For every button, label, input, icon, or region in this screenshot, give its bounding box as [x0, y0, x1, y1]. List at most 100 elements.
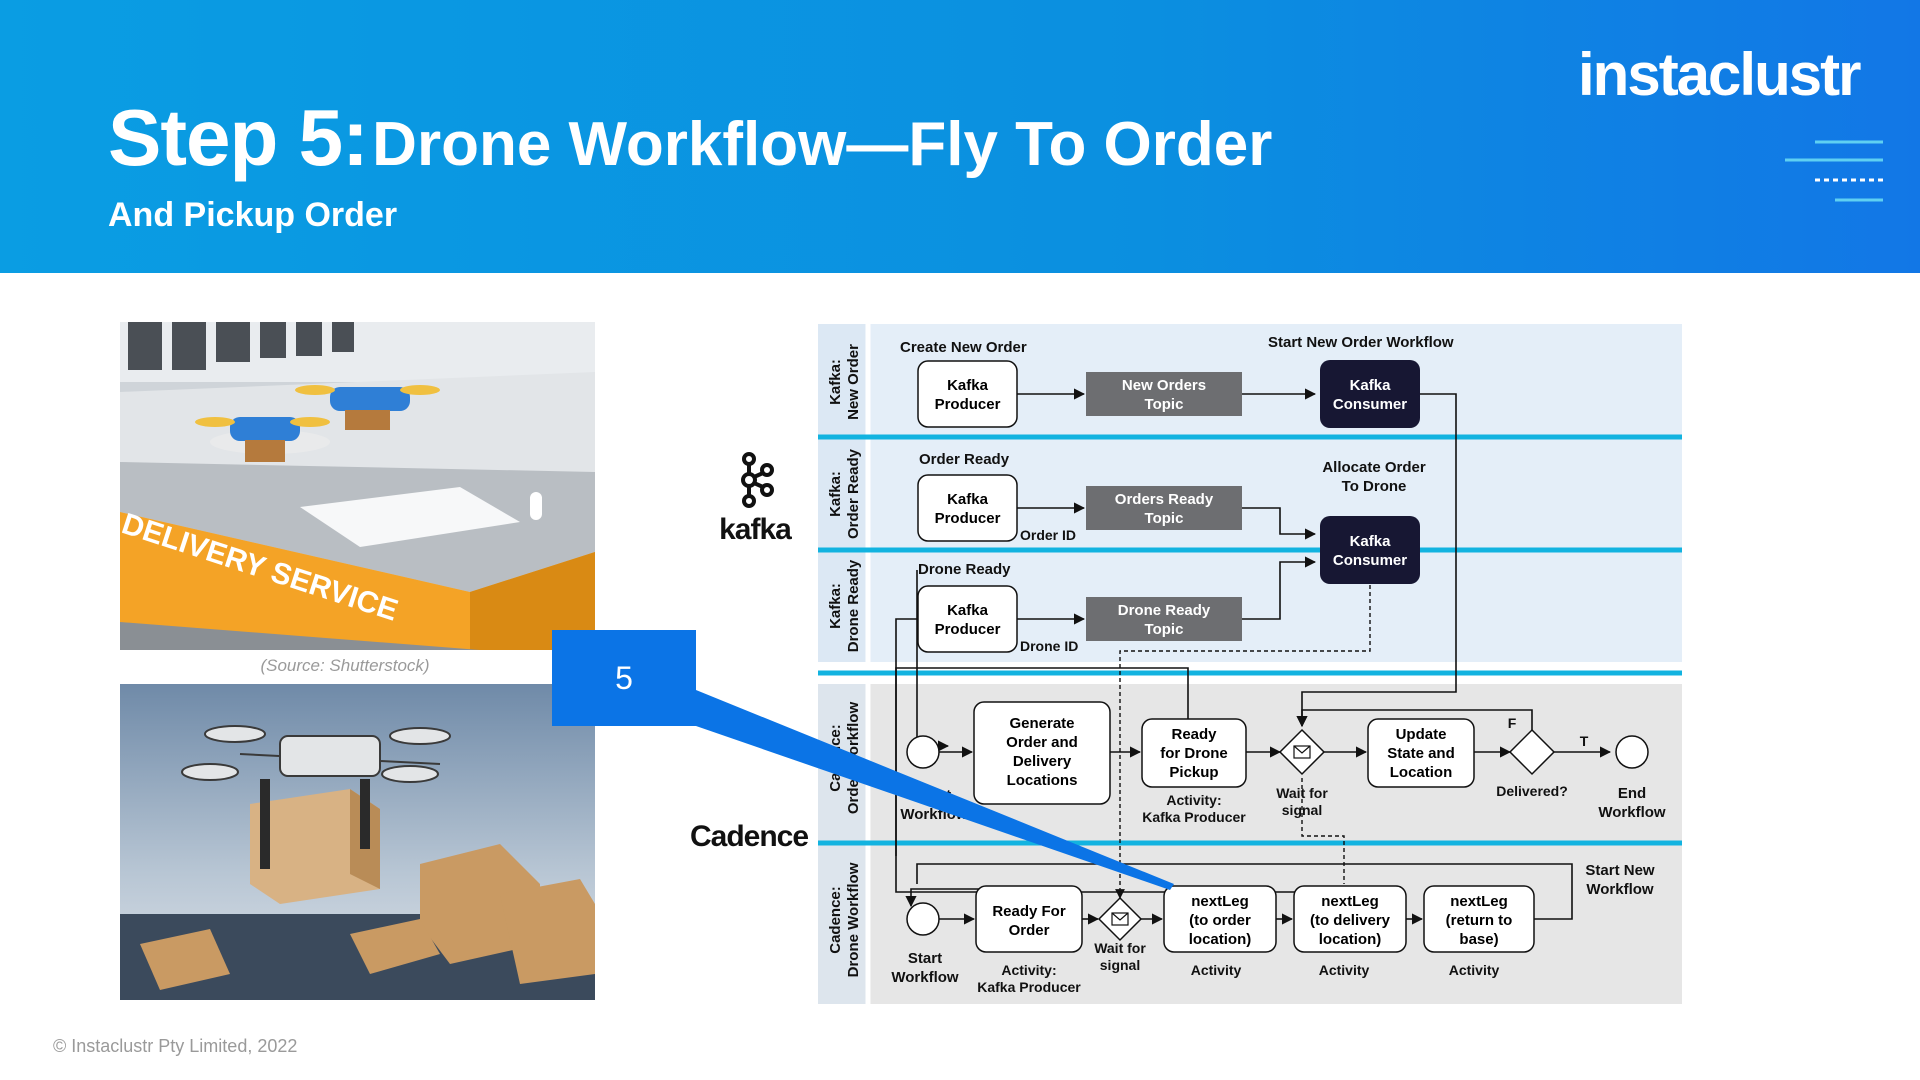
next-leg-order-box: nextLeg (to order location): [1163, 885, 1277, 953]
ready-order-activity-label-line1: Activity:: [1001, 962, 1056, 978]
end-workflow-label-line1: End: [1618, 785, 1646, 802]
kafka-consumer-2: Kafka Consumer: [1320, 516, 1420, 584]
next-leg-delivery-box: nextLeg (to delivery location): [1293, 885, 1407, 953]
svg-text:Location: Location: [1390, 764, 1453, 781]
drone-delivery-building-photo: DELIVERY SERVICE: [120, 322, 595, 650]
step-callout-box: 5: [552, 630, 696, 726]
svg-text:Kafka: Kafka: [1350, 533, 1392, 550]
svg-text:location): location): [1319, 931, 1382, 948]
order-ready-label: Order Ready: [919, 451, 1010, 468]
svg-text:Update: Update: [1396, 726, 1447, 743]
lane-kafka-order-ready-line1: Kafka:: [827, 471, 844, 517]
svg-text:Producer: Producer: [935, 510, 1001, 527]
svg-text:(return to: (return to: [1446, 912, 1513, 929]
start-new-workflow-label-line2: Workflow: [1586, 881, 1654, 898]
order-id-label: Order ID: [1020, 527, 1076, 543]
drone-id-label: Drone ID: [1020, 638, 1078, 654]
svg-text:nextLeg: nextLeg: [1191, 893, 1249, 910]
svg-text:Locations: Locations: [1007, 772, 1078, 789]
allocate-order-label-line1: Allocate Order: [1322, 459, 1426, 476]
lane-kafka-drone-ready-line1: Kafka:: [827, 583, 844, 629]
svg-text:base): base): [1459, 931, 1498, 948]
title-rest: Drone Workflow—Fly To Order: [372, 110, 1273, 179]
svg-text:nextLeg: nextLeg: [1450, 893, 1508, 910]
svg-text:Orders Ready: Orders Ready: [1115, 491, 1214, 508]
create-new-order-label: Create New Order: [900, 339, 1027, 356]
svg-text:Kafka: Kafka: [947, 491, 989, 508]
next-leg-base-box: nextLeg (return to base): [1423, 885, 1535, 953]
lane-cadence-drone-line1: Cadence:: [827, 886, 844, 954]
orders-ready-topic: Orders Ready Topic: [1086, 486, 1242, 530]
kafka-wordmark: kafka: [719, 513, 792, 546]
generate-order-box: Generate Order and Delivery Locations: [973, 701, 1111, 805]
drone-ready-topic: Drone Ready Topic: [1086, 597, 1242, 641]
drone-right: [295, 385, 440, 430]
svg-text:Ready: Ready: [1171, 726, 1217, 743]
menu-lines-icon: [1785, 140, 1883, 202]
svg-text:Pickup: Pickup: [1169, 764, 1218, 781]
pickup-activity-label-line1: Activity:: [1166, 792, 1221, 808]
svg-text:Topic: Topic: [1145, 621, 1184, 638]
next-leg-delivery-activity-label: Activity: [1319, 962, 1370, 978]
drone-wait-label-line2: signal: [1100, 957, 1140, 973]
svg-text:Producer: Producer: [935, 396, 1001, 413]
kafka-producer-3: Kafka Producer: [917, 585, 1018, 653]
lane-kafka-new-order-line2: New Order: [845, 344, 862, 420]
next-leg-base-activity-label: Activity: [1449, 962, 1500, 978]
order-wait-label-line2: signal: [1282, 802, 1322, 818]
svg-text:Delivery: Delivery: [1013, 753, 1072, 770]
page-subtitle: And Pickup Order: [108, 196, 398, 234]
drone-wait-signal-gateway: [1097, 896, 1143, 942]
end-workflow-label-line2: Workflow: [1598, 804, 1666, 821]
drone-left: [195, 417, 330, 462]
drone-start-label-line1: Start: [908, 950, 942, 967]
svg-text:Consumer: Consumer: [1333, 396, 1407, 413]
start-new-workflow-label-line1: Start New: [1585, 862, 1655, 879]
order-wait-label-line1: Wait for: [1276, 785, 1328, 801]
header-banner: Step 5: Drone Workflow—Fly To Order And …: [0, 0, 1920, 273]
drone-wait-label-line1: Wait for: [1094, 940, 1146, 956]
kafka-producer-1: Kafka Producer: [917, 360, 1018, 428]
true-branch-label: T: [1580, 733, 1589, 749]
svg-text:Kafka: Kafka: [1350, 377, 1392, 394]
ready-for-pickup-box: Ready for Drone Pickup: [1141, 718, 1247, 788]
start-new-order-workflow-label: Start New Order Workflow: [1268, 334, 1454, 351]
svg-text:State and: State and: [1387, 745, 1455, 762]
kafka-logo: kafka: [710, 452, 800, 547]
pickup-activity-label-line2: Kafka Producer: [1142, 809, 1246, 825]
instaclustr-logo: instaclustr: [1578, 41, 1861, 108]
lane-kafka-drone-ready-line2: Drone Ready: [845, 559, 862, 652]
new-orders-topic: New Orders Topic: [1086, 372, 1242, 416]
ready-order-activity-label-line2: Kafka Producer: [977, 979, 1081, 995]
lane-kafka-order-ready-line2: Order Ready: [845, 448, 862, 539]
kafka-consumer-1: Kafka Consumer: [1320, 360, 1420, 428]
lane-cadence-drone-line2: Drone Workflow: [845, 862, 862, 977]
next-leg-order-activity-label: Activity: [1191, 962, 1242, 978]
svg-text:New Orders: New Orders: [1122, 377, 1206, 394]
svg-text:Topic: Topic: [1145, 510, 1184, 527]
svg-text:Kafka: Kafka: [947, 602, 989, 619]
allocate-order-label-line2: To Drone: [1342, 478, 1407, 495]
lane-kafka-new-order-line1: Kafka:: [827, 359, 844, 405]
delivered-gateway: [1508, 728, 1556, 776]
cadence-logo: Cadence: [690, 820, 809, 853]
svg-text:(to delivery: (to delivery: [1310, 912, 1391, 929]
svg-text:(to order: (to order: [1189, 912, 1251, 929]
ready-for-order-box: Ready For Order: [975, 885, 1083, 953]
svg-text:nextLeg: nextLeg: [1321, 893, 1379, 910]
false-branch-label: F: [1508, 715, 1517, 731]
drone-carrying-box-photo: [120, 684, 595, 1000]
svg-text:location): location): [1189, 931, 1252, 948]
svg-text:Producer: Producer: [935, 621, 1001, 638]
order-wait-signal-gateway: [1278, 728, 1326, 776]
svg-text:Ready For: Ready For: [992, 903, 1066, 920]
svg-text:Order and: Order and: [1006, 734, 1078, 751]
svg-text:for Drone: for Drone: [1160, 745, 1228, 762]
svg-text:Generate: Generate: [1009, 715, 1074, 732]
update-state-box: Update State and Location: [1367, 718, 1475, 788]
svg-text:Drone Ready: Drone Ready: [1118, 602, 1211, 619]
drone-ready-label: Drone Ready: [918, 561, 1011, 578]
svg-text:Consumer: Consumer: [1333, 552, 1407, 569]
drone-start-label-line2: Workflow: [891, 969, 959, 986]
